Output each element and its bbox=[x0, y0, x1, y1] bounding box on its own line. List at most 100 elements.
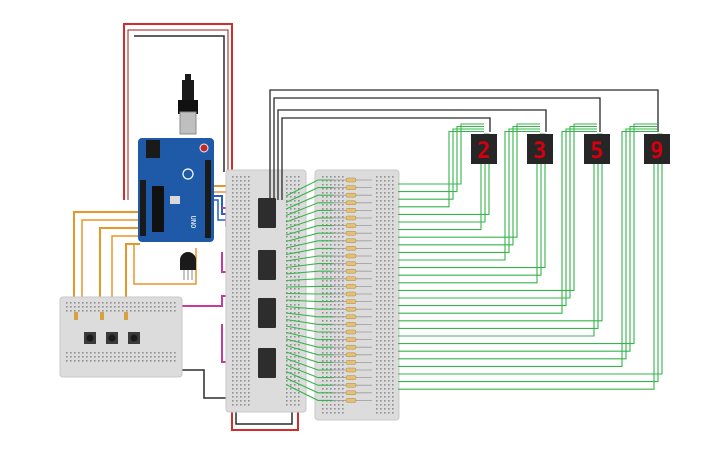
resistor bbox=[345, 208, 357, 213]
breadboard-hole bbox=[286, 304, 288, 306]
breadboard-hole bbox=[384, 328, 386, 330]
breadboard-hole bbox=[162, 302, 164, 304]
breadboard-hole bbox=[342, 340, 344, 342]
breadboard-hole bbox=[334, 228, 336, 230]
breadboard-hole bbox=[130, 356, 132, 358]
power-jack bbox=[146, 140, 160, 158]
breadboard-hole bbox=[384, 184, 386, 186]
breadboard-hole bbox=[232, 200, 234, 202]
breadboard-hole bbox=[118, 310, 120, 312]
breadboard-hole bbox=[90, 356, 92, 358]
breadboard-hole bbox=[376, 336, 378, 338]
breadboard-hole bbox=[342, 404, 344, 406]
breadboard-hole bbox=[94, 310, 96, 312]
breadboard-hole bbox=[322, 380, 324, 382]
breadboard-hole bbox=[298, 372, 300, 374]
breadboard-hole bbox=[330, 184, 332, 186]
breadboard-hole bbox=[376, 304, 378, 306]
breadboard-hole bbox=[232, 336, 234, 338]
breadboard-hole bbox=[240, 256, 242, 258]
breadboard-hole bbox=[294, 260, 296, 262]
breadboard-hole bbox=[334, 280, 336, 282]
push-button-cap bbox=[108, 334, 116, 342]
segment-wire bbox=[398, 135, 542, 276]
breadboard-hole bbox=[330, 268, 332, 270]
breadboard-hole bbox=[248, 292, 250, 294]
breadboard-hole bbox=[334, 396, 336, 398]
breadboard-hole bbox=[334, 248, 336, 250]
resistor-breadboard[interactable] bbox=[314, 169, 400, 421]
button-breadboard[interactable] bbox=[59, 296, 183, 378]
push-buttons bbox=[74, 312, 140, 344]
breadboard-hole bbox=[130, 310, 132, 312]
breadboard-hole bbox=[286, 336, 288, 338]
breadboard-hole bbox=[244, 296, 246, 298]
breadboard-hole bbox=[338, 288, 340, 290]
breadboard-hole bbox=[322, 364, 324, 366]
breadboard-hole bbox=[78, 306, 80, 308]
breadboard-hole bbox=[380, 260, 382, 262]
breadboard-hole bbox=[384, 296, 386, 298]
breadboard-hole bbox=[78, 352, 80, 354]
breadboard-hole bbox=[232, 264, 234, 266]
seven-segment-display[interactable]: 9 bbox=[644, 134, 670, 164]
segment-wire bbox=[398, 123, 540, 238]
main-breadboard[interactable] bbox=[225, 169, 307, 413]
seven-segment-display[interactable]: 5 bbox=[584, 134, 610, 164]
breadboard-hole bbox=[326, 376, 328, 378]
arduino-model-label: UNO bbox=[189, 216, 197, 229]
breadboard-hole bbox=[232, 232, 234, 234]
breadboard-hole bbox=[338, 188, 340, 190]
shift-register-chip[interactable] bbox=[258, 198, 276, 228]
breadboard-hole bbox=[244, 352, 246, 354]
breadboard-hole bbox=[334, 328, 336, 330]
breadboard-hole bbox=[342, 336, 344, 338]
breadboard-hole bbox=[162, 352, 164, 354]
breadboard-hole bbox=[376, 280, 378, 282]
breadboard-hole bbox=[138, 302, 140, 304]
breadboard-hole bbox=[102, 310, 104, 312]
breadboard-hole bbox=[232, 280, 234, 282]
breadboard-hole bbox=[94, 302, 96, 304]
breadboard-hole bbox=[236, 188, 238, 190]
transistor-icon[interactable] bbox=[180, 252, 196, 280]
breadboard-hole bbox=[244, 200, 246, 202]
breadboard-hole bbox=[342, 200, 344, 202]
breadboard-hole bbox=[248, 212, 250, 214]
breadboard-hole bbox=[342, 220, 344, 222]
breadboard-hole bbox=[66, 306, 68, 308]
breadboard-hole bbox=[74, 310, 76, 312]
segment-wire bbox=[285, 357, 334, 371]
breadboard-hole bbox=[330, 224, 332, 226]
breadboard-hole bbox=[232, 292, 234, 294]
breadboard-hole bbox=[330, 176, 332, 178]
breadboard-hole bbox=[286, 224, 288, 226]
shift-register-chip[interactable] bbox=[258, 250, 276, 280]
breadboard-hole bbox=[392, 208, 394, 210]
breadboard-hole bbox=[338, 348, 340, 350]
resistor bbox=[345, 322, 357, 327]
breadboard-hole bbox=[384, 308, 386, 310]
breadboard-hole bbox=[174, 356, 176, 358]
breadboard-hole bbox=[294, 308, 296, 310]
seven-segment-display[interactable]: 2 bbox=[471, 134, 497, 164]
breadboard-hole bbox=[248, 288, 250, 290]
breadboard-hole bbox=[244, 380, 246, 382]
shift-register-chip[interactable] bbox=[258, 298, 276, 328]
breadboard-hole bbox=[342, 328, 344, 330]
breadboard-hole bbox=[244, 264, 246, 266]
breadboard-hole bbox=[86, 310, 88, 312]
shift-register-chip[interactable] bbox=[258, 348, 276, 378]
breadboard-hole bbox=[326, 272, 328, 274]
breadboard-hole bbox=[376, 188, 378, 190]
breadboard-hole bbox=[286, 392, 288, 394]
seven-segment-display[interactable]: 3 bbox=[527, 134, 553, 164]
breadboard-hole bbox=[248, 200, 250, 202]
breadboard-hole bbox=[290, 180, 292, 182]
reset-button-icon[interactable] bbox=[199, 143, 209, 153]
breadboard-hole bbox=[342, 408, 344, 410]
arduino-uno[interactable]: UNO bbox=[138, 74, 214, 242]
breadboard-hole bbox=[290, 188, 292, 190]
resistor bbox=[345, 306, 357, 312]
breadboard-hole bbox=[154, 356, 156, 358]
